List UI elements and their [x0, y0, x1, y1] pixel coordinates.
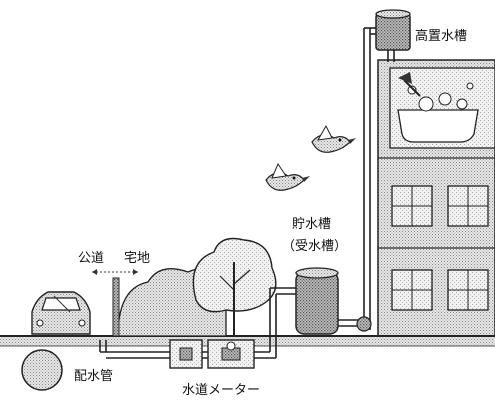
residential-land-label: 宅地: [124, 251, 151, 266]
apartment-building: [377, 59, 495, 343]
bathtub-icon: [397, 72, 479, 143]
car-icon: [31, 291, 91, 335]
tree-icon: [192, 237, 277, 336]
receiving-tank-label: （受水槽）: [282, 239, 348, 254]
bird-icon: [265, 162, 310, 191]
public-road-label: 公道: [78, 251, 105, 266]
tank-icon: [295, 267, 339, 335]
storage-tank-label: 貯水槽: [292, 217, 332, 232]
water-meter-box: [169, 339, 255, 369]
water-main-pipe: [21, 349, 63, 391]
bird-icon: [311, 124, 356, 153]
water-main-label: 配水管: [74, 369, 114, 384]
high-tank: [363, 9, 411, 330]
boundary-marker: [92, 269, 138, 337]
water-meter-label: 水道メーター: [182, 383, 261, 398]
high-tank-label: 高置水槽: [415, 29, 468, 44]
